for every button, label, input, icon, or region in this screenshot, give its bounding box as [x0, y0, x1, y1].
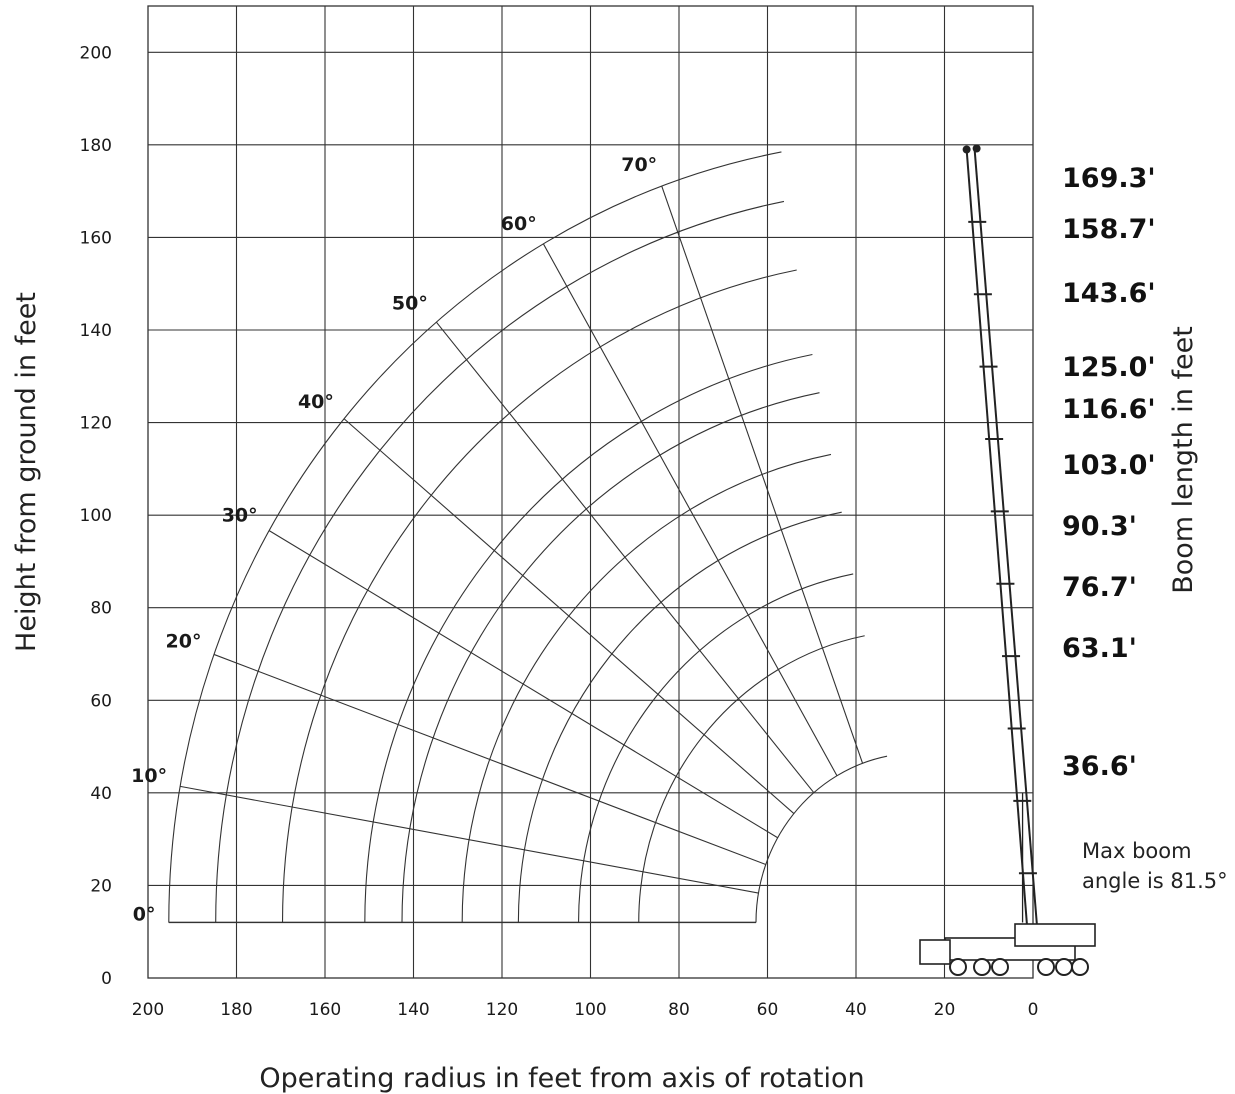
- y-tick-label: 180: [80, 136, 112, 156]
- boom-angle-line: [268, 530, 778, 839]
- y-tick-label: 200: [80, 43, 112, 63]
- x-axis-label: Operating radius in feet from axis of ro…: [259, 1063, 864, 1094]
- boom-angle-label: 20°: [166, 631, 202, 653]
- boom-chord-front: [965, 149, 1030, 946]
- boom-angle-label: 70°: [621, 154, 657, 176]
- y-tick-label: 100: [80, 506, 112, 526]
- boom-angle-label: 0°: [133, 903, 156, 925]
- y-axis-label: Height from ground in feet: [11, 292, 42, 652]
- x-tick-label: 20: [934, 1000, 956, 1020]
- y-tick-label: 80: [90, 599, 112, 619]
- chart-labels: 0° 10° 20° 30° 40° 50° 60° 70° 169.3' 158.7' 143.6…: [131, 154, 1156, 925]
- boom-length-arc: [401, 392, 820, 923]
- x-tick-label: 60: [757, 1000, 779, 1020]
- crane-illustration: [919, 144, 1096, 976]
- boom-angle-label: 30°: [222, 505, 258, 527]
- chart-grid: [147, 5, 1034, 979]
- boom-length-arc: [638, 635, 865, 923]
- boom-length-arc: [281, 269, 797, 923]
- x-tick-label: 200: [132, 1000, 164, 1020]
- y-tick-label: 160: [80, 228, 112, 248]
- boom-length-arc: [168, 151, 782, 923]
- boom-length-arc: [755, 755, 888, 923]
- y-tick-label: 0: [101, 969, 112, 989]
- x-tick-label: 40: [845, 1000, 867, 1020]
- boom-length-label: 116.6': [1062, 394, 1156, 425]
- truck-cab: [919, 939, 951, 965]
- y-tick-label: 20: [90, 876, 112, 896]
- boom-length-label: 90.3': [1062, 511, 1137, 542]
- y-tick-label: 60: [90, 691, 112, 711]
- boom-length-label: 125.0': [1062, 352, 1156, 383]
- truck-wheel: [949, 958, 967, 976]
- truck-wheel: [1071, 958, 1089, 976]
- boom-length-label: 76.7': [1062, 572, 1137, 603]
- boom-length-arc: [461, 453, 832, 923]
- boom-angle-line: [180, 785, 759, 894]
- max-boom-note-line-1: Max boom: [1082, 839, 1192, 863]
- truck-wheel: [1055, 958, 1073, 976]
- truck-wheel: [1037, 958, 1055, 976]
- boom-length-arc: [364, 353, 813, 923]
- y-tick-label: 120: [80, 414, 112, 434]
- boom-length-label: 158.7': [1062, 214, 1156, 245]
- x-tick-label: 0: [1028, 1000, 1039, 1020]
- boom-length-axis-label: Boom length in feet: [1168, 326, 1199, 594]
- x-tick-label: 140: [397, 1000, 429, 1020]
- y-tick-label: 40: [90, 784, 112, 804]
- boom-angle-label: 40°: [298, 391, 334, 413]
- x-tick-label: 160: [309, 1000, 341, 1020]
- boom-angle-line: [542, 243, 838, 777]
- truck-wheel: [991, 958, 1009, 976]
- boom-angle-label: 10°: [131, 765, 167, 787]
- boom-tip-sheave: [962, 145, 971, 154]
- boom-angle-lines: [168, 185, 864, 924]
- boom-chord-back: [973, 149, 1040, 946]
- boom-angle-label: 60°: [501, 213, 537, 235]
- x-tick-label: 80: [668, 1000, 690, 1020]
- y-tick-label: 140: [80, 321, 112, 341]
- boom-angle-line: [435, 321, 815, 794]
- boom-length-label: 103.0': [1062, 450, 1156, 481]
- x-tick-label: 120: [486, 1000, 518, 1020]
- boom-length-label: 169.3': [1062, 163, 1156, 194]
- boom-length-label: 36.6': [1062, 751, 1137, 782]
- boom-angle-label: 50°: [392, 293, 428, 315]
- boom-length-arcs: [168, 151, 888, 923]
- boom-angle-line: [213, 653, 766, 866]
- x-tick-label: 100: [574, 1000, 606, 1020]
- boom-length-arc: [517, 511, 842, 923]
- boom-length-label: 143.6': [1062, 278, 1156, 309]
- boom-angle-line: [661, 185, 864, 764]
- boom-length-arc: [578, 573, 854, 923]
- max-boom-note-line-2: angle is 81.5°: [1082, 869, 1228, 893]
- boom-tip-sheave: [972, 144, 981, 153]
- boom-angle-line: [343, 418, 795, 814]
- crane-superstructure: [1014, 923, 1096, 947]
- truck-wheel: [973, 958, 991, 976]
- boom-length-label: 63.1': [1062, 633, 1137, 664]
- boom-length-arc: [215, 200, 785, 923]
- x-tick-label: 180: [220, 1000, 252, 1020]
